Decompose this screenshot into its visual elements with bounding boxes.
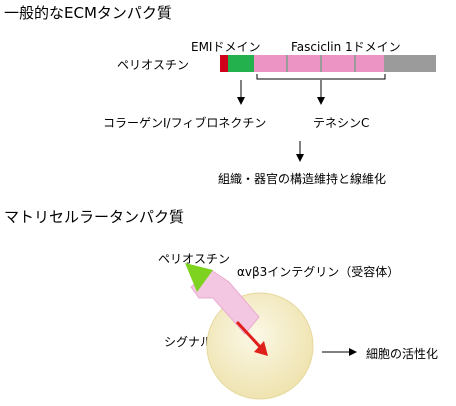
fasciclin-domain-label: Fasciclin 1ドメイン bbox=[291, 40, 401, 54]
emi-domain-label: EMIドメイン bbox=[191, 40, 261, 54]
outcome-fibrosis-label: 組織・器官の構造維持と線維化 bbox=[218, 172, 387, 186]
cell-activation-label: 細胞の活性化 bbox=[366, 347, 439, 361]
fasciclin-domain-1 bbox=[254, 55, 286, 72]
section1-title: 一般的なECMタンパク質 bbox=[4, 4, 172, 22]
signal-peptide-segment bbox=[220, 55, 228, 72]
tenascin-label: テネシンC bbox=[313, 116, 370, 130]
signal-arrow-head bbox=[254, 341, 268, 356]
integrin-receptor-label: αvβ3インテグリン（受容体） bbox=[237, 265, 400, 279]
fasciclin-domain-2 bbox=[288, 55, 320, 72]
periostin-domain-bar bbox=[220, 55, 436, 72]
periostin-ligand-triangle bbox=[185, 263, 213, 292]
integrin-receptor-shape bbox=[190, 269, 260, 335]
fasciclin-domain-3 bbox=[322, 55, 354, 72]
emi-domain-segment bbox=[228, 55, 254, 72]
fasciclin-domain-4 bbox=[356, 55, 384, 72]
ligand-periostin-label: ペリオスチン bbox=[158, 252, 231, 266]
collagen-fibronectin-label: コラーゲンI/フィブロネクチン bbox=[103, 116, 267, 130]
signal-label: シグナル bbox=[164, 335, 213, 349]
fasciclin-bracket bbox=[256, 74, 386, 80]
periostin-protein-label: ペリオスチン bbox=[117, 58, 190, 72]
section2-title: マトリセルラータンパク質 bbox=[4, 208, 185, 226]
signal-arrow-shaft bbox=[235, 320, 264, 351]
